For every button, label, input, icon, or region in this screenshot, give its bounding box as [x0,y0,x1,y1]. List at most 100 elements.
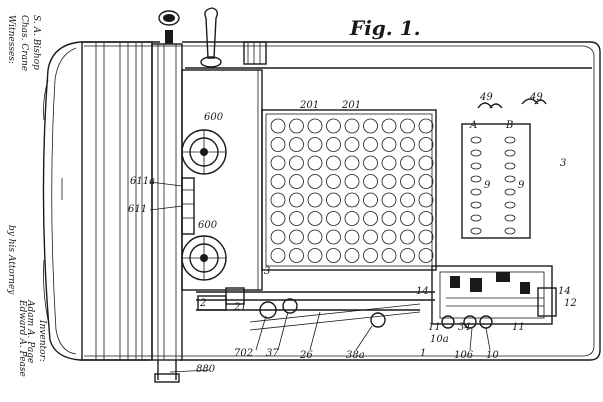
key-circle [270,192,286,208]
ref-880: 880 [196,364,216,375]
keyboard-plate [261,109,437,271]
key-circle [270,211,286,226]
attorney-name: Edward A. Pease [17,299,27,377]
key-circle [289,192,304,208]
key-circle [381,118,397,134]
key-circle [307,118,323,134]
escapement-mechanism [431,265,557,329]
key-circle [326,192,341,208]
key-circle [307,211,323,226]
drum-body [81,41,153,361]
key-circle [289,174,304,189]
key-circle [289,155,304,171]
ref-201-a: 201 [299,100,319,111]
ref-B: B [505,120,513,131]
ref-12: 12 [564,298,577,309]
key-circle [326,137,341,152]
key-circle [326,155,341,171]
key-circle [400,229,415,245]
key-circle [326,248,341,263]
ref-9-left: 9 [484,180,491,191]
key-circle [289,248,304,263]
key-circle [289,229,304,245]
key-circle [418,155,434,171]
witness-signatures: Witnesses: Chas. Crane S. A. Bishop [6,15,41,71]
key-circle [270,155,286,171]
ref-10: 10 [486,350,499,361]
ref-3-right: 3 [560,158,566,169]
key-circle [381,229,397,245]
stop-hole-right [504,149,516,157]
ref-3-left: 3 [264,266,270,277]
key-circle [307,229,323,245]
stop-hole-right [504,201,516,209]
key-circle [344,248,360,263]
stop-hole-left [470,201,482,209]
key-circle [326,174,341,189]
stop-hole-left [470,227,482,235]
ref-38a: 38a [346,350,365,361]
key-circle [307,192,323,208]
stop-hole-left [470,149,482,157]
key-circle [344,174,360,189]
key-circle [381,248,397,263]
key-circle [270,174,286,189]
stop-hole-right [504,188,516,196]
key-circle [326,211,341,226]
ref-2: 2 [199,298,206,309]
ref-A: A [469,120,477,131]
spring-clip-right [521,98,547,105]
key-circle [400,155,415,171]
key-circle [307,174,323,189]
witness-1-signature: Chas. Crane [19,15,29,71]
ref-611: 611 [128,204,147,215]
key-circle [326,229,341,245]
ref-11-left: 11 [428,322,441,333]
key-circle [344,211,360,226]
key-circle [363,192,378,208]
by-attorney-line: by his Attorney [6,225,16,295]
key-circle [270,248,286,263]
ref-600-upper: 600 [204,112,224,123]
gear-rack [181,177,195,235]
lower-gear [181,235,227,281]
key-circle [400,248,415,263]
stop-hole-right [504,175,516,183]
stop-hole-left [470,175,482,183]
key-circle [289,211,304,226]
inventor-signatures: Inventor: Adam A. Page by his Attorney E… [6,225,47,377]
ref-10a: 10a [430,334,449,345]
ref-26: 26 [299,350,313,361]
ref-201-b: 201 [341,100,361,111]
stop-hole-right [504,162,516,170]
key-circle [326,118,341,134]
stop-hole-left [470,136,482,144]
key-circle [307,155,323,171]
key-circle [381,155,397,171]
ref-14-right: 14 [558,286,571,297]
key-circle [418,211,434,226]
key-circle [400,137,415,152]
platen-roller [151,10,183,383]
key-circle [418,118,434,134]
key-circle [418,192,434,208]
witnesses-heading: Witnesses: [6,15,16,64]
spring-clip-left [477,102,503,109]
ref-21: 21 [233,302,247,313]
key-circle [418,248,434,263]
key-circle [381,174,397,189]
key-circle [344,229,360,245]
key-circle [400,118,415,134]
ref-9-right: 9 [518,180,525,191]
key-circle [270,137,286,152]
ref-611a: 611a [130,176,155,187]
key-circle [363,137,378,152]
ref-49-left: 49 [479,92,493,103]
ref-49-right: 49 [529,92,543,103]
key-circle [363,211,378,226]
inventor-name: Adam A. Page [25,299,35,363]
figure-title: Fig. 1. [349,16,421,40]
key-circle [363,118,378,134]
